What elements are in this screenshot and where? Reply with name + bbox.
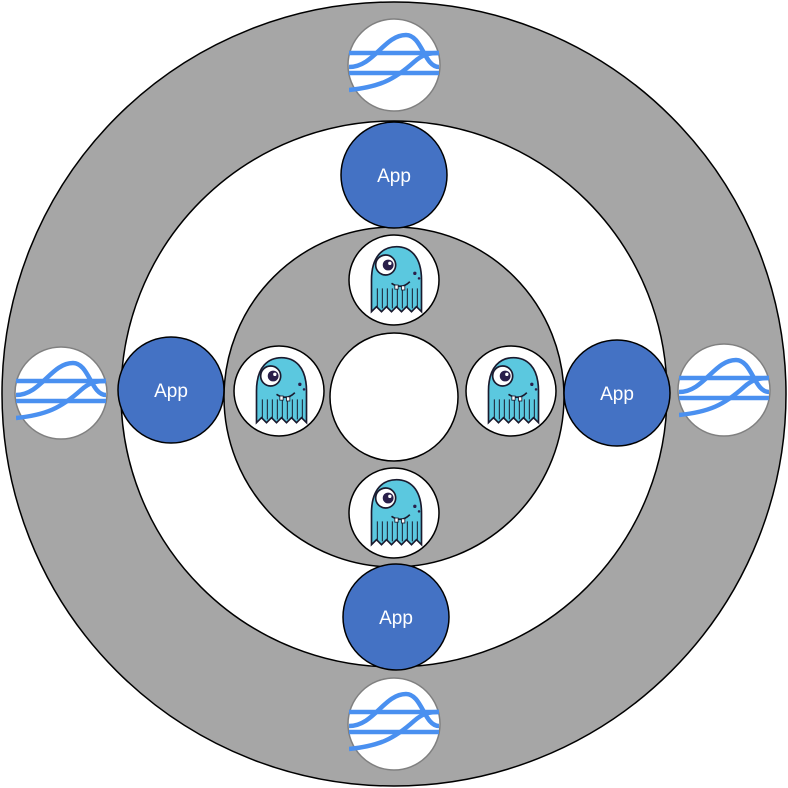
octopus-node-top[interactable] bbox=[348, 234, 440, 326]
app-label: App bbox=[379, 608, 413, 629]
octopus-icon bbox=[487, 356, 540, 424]
octopus-icon bbox=[370, 478, 423, 546]
app-label: App bbox=[377, 166, 411, 187]
wave-node-right[interactable] bbox=[677, 343, 771, 437]
app-node-top[interactable]: App bbox=[340, 121, 448, 229]
app-label: App bbox=[154, 381, 188, 402]
octopus-node-bottom[interactable] bbox=[348, 467, 440, 559]
center-hole bbox=[329, 332, 459, 462]
octopus-icon bbox=[370, 245, 423, 313]
app-node-right[interactable]: App bbox=[563, 339, 671, 447]
wave-node-bottom[interactable] bbox=[347, 677, 441, 771]
octopus-node-right[interactable] bbox=[465, 345, 557, 437]
octopus-node-left[interactable] bbox=[233, 345, 325, 437]
app-label: App bbox=[600, 384, 634, 405]
app-node-bottom[interactable]: App bbox=[342, 563, 450, 671]
app-node-left[interactable]: App bbox=[117, 336, 225, 444]
octopus-icon bbox=[255, 356, 308, 424]
wave-node-top[interactable] bbox=[347, 18, 441, 112]
wave-node-left[interactable] bbox=[14, 346, 108, 440]
